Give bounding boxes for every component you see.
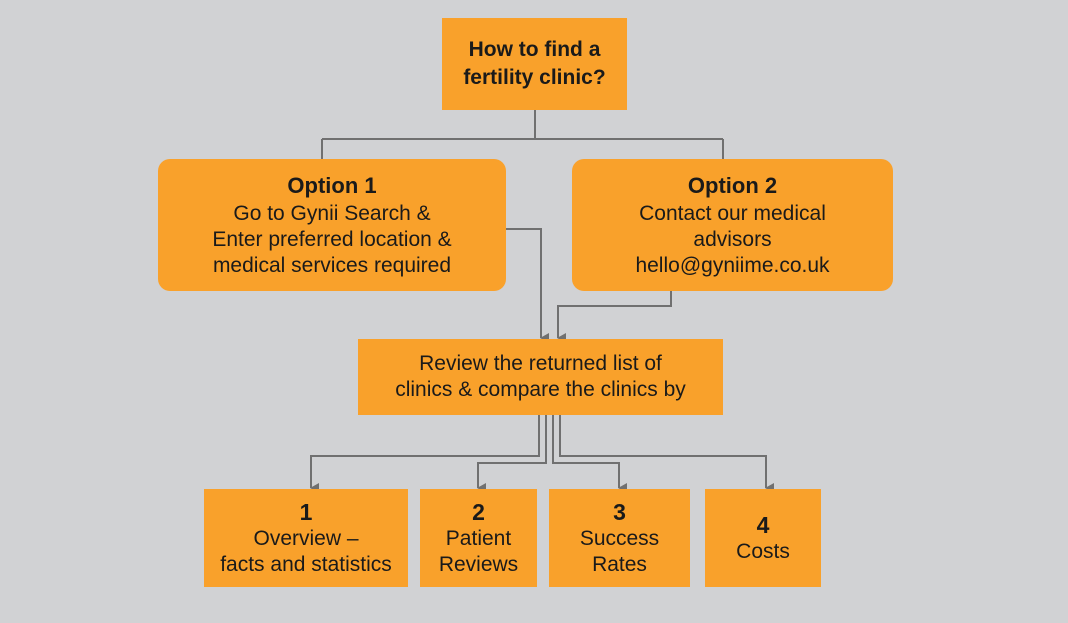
criterion-3-number: 3	[613, 499, 626, 525]
option-1-line: medical services required	[212, 254, 452, 277]
criterion-1-line: facts and statistics	[220, 553, 392, 576]
option-1-line: Go to Gynii Search &	[233, 202, 431, 225]
criterion-2-box: 2 Patient Reviews	[420, 489, 537, 587]
option-2-line: advisors	[693, 228, 772, 251]
arrow-review-to-criterion-3	[552, 415, 627, 493]
criterion-4-box: 4 Costs	[705, 489, 821, 587]
criterion-3-line: Rates	[592, 553, 647, 576]
option-2-line: Contact our medical	[639, 202, 826, 225]
criterion-3-line: Success	[579, 527, 660, 550]
criterion-4-line: Costs	[736, 540, 790, 563]
criterion-1-box: 1 Overview – facts and statistics	[204, 489, 408, 587]
arrow-option2-to-review	[557, 291, 672, 343]
review-line: clinics & compare the clinics by	[395, 378, 686, 401]
option-2-email: hello@gyniime.co.uk	[635, 254, 830, 277]
arrow-review-to-criterion-1	[310, 415, 540, 493]
option-1-box: Option 1 Go to Gynii Search & Enter pref…	[158, 159, 506, 291]
review-line: Review the returned list of	[419, 352, 662, 375]
question-line: fertility clinic?	[463, 66, 606, 89]
arrow-review-to-criterion-4	[559, 415, 774, 493]
question-box: How to find a fertility clinic?	[442, 18, 627, 110]
criterion-1-number: 1	[299, 499, 313, 525]
option-1-line: Enter preferred location &	[212, 228, 452, 251]
arrow-option1-to-review	[506, 228, 549, 343]
option-2-box: Option 2 Contact our medical advisors he…	[572, 159, 893, 291]
criterion-2-line: Reviews	[438, 553, 519, 576]
criterion-4-number: 4	[756, 512, 770, 538]
question-line: How to find a	[468, 38, 601, 61]
criterion-2-number: 2	[472, 499, 485, 525]
option-1-heading: Option 1	[287, 173, 377, 198]
criterion-2-line: Patient	[445, 527, 512, 550]
criterion-3-box: 3 Success Rates	[549, 489, 690, 587]
criterion-1-line: Overview –	[253, 527, 359, 550]
option-2-heading: Option 2	[687, 173, 778, 198]
arrow-review-to-criterion-2	[477, 415, 547, 493]
review-box: Review the returned list of clinics & co…	[358, 339, 723, 415]
